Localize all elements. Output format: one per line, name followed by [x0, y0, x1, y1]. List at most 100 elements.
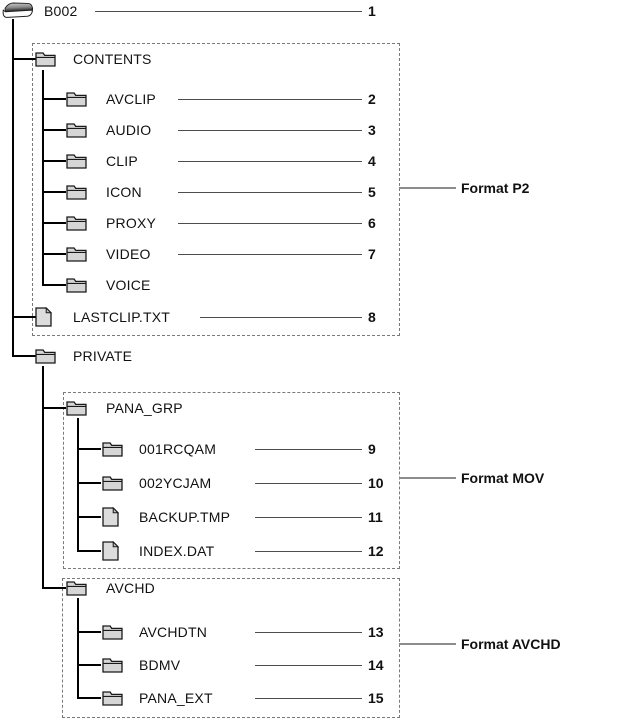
- tree-line-tick: [12, 316, 36, 318]
- callout-number: 13: [368, 624, 384, 640]
- callout-leader-line: [255, 449, 362, 450]
- callout-number: 11: [368, 509, 383, 525]
- format-p2-group-box: [32, 43, 400, 336]
- callout-leader-line: [95, 11, 362, 12]
- format-mov-leader-line: [399, 477, 456, 479]
- tree-line-tick: [42, 587, 66, 589]
- folder-icon: [35, 51, 56, 72]
- callout-number: 1: [368, 3, 376, 19]
- callout-leader-line: [255, 698, 362, 699]
- callout-leader-line: [178, 99, 362, 100]
- folder-icon: [66, 153, 87, 174]
- tree-line-tick: [42, 222, 66, 224]
- tree-line-tick: [42, 407, 66, 409]
- folder-icon: [66, 400, 87, 421]
- callout-number: 2: [368, 91, 376, 107]
- format-avchd-label: Format AVCHD: [461, 636, 561, 652]
- file-icon: [102, 506, 120, 532]
- callout-leader-line: [178, 254, 362, 255]
- callout-number: 3: [368, 122, 376, 138]
- memory-card-icon: [1, 2, 34, 24]
- node-label-contents: CONTENTS: [73, 51, 152, 67]
- tree-line-tick: [77, 664, 101, 666]
- node-label-audio: AUDIO: [106, 122, 152, 138]
- tree-line-tick: [77, 550, 101, 552]
- callout-leader-line: [255, 551, 362, 552]
- tree-line-tick: [42, 284, 66, 286]
- node-label-icon: ICON: [106, 184, 142, 200]
- callout-leader-line: [178, 130, 362, 131]
- tree-line-tick: [77, 697, 101, 699]
- callout-number: 9: [368, 441, 376, 457]
- node-label-avchdtn: AVCHDTN: [139, 624, 208, 640]
- format-avchd-leader-line: [399, 643, 456, 645]
- tree-line-tick: [42, 191, 66, 193]
- folder-icon: [35, 348, 56, 369]
- callout-number: 10: [368, 475, 384, 491]
- folder-icon: [66, 91, 87, 112]
- folder-icon: [102, 657, 123, 678]
- folder-icon: [66, 246, 87, 267]
- file-icon: [102, 540, 120, 566]
- tree-line-vertical: [77, 418, 79, 552]
- callout-number: 14: [368, 657, 384, 673]
- node-label-private: PRIVATE: [73, 348, 133, 364]
- node-label-clip: CLIP: [106, 153, 138, 169]
- format-mov-group-box: [63, 392, 400, 569]
- node-label-bdmv: BDMV: [139, 657, 181, 673]
- folder-icon: [66, 215, 87, 236]
- folder-icon: [102, 475, 123, 496]
- file-icon: [35, 306, 53, 332]
- format-mov-label: Format MOV: [461, 470, 545, 486]
- callout-number: 12: [368, 543, 384, 559]
- tree-line-tick: [12, 58, 36, 60]
- callout-number: 7: [368, 246, 376, 262]
- tree-line-vertical: [77, 598, 79, 699]
- folder-icon: [66, 122, 87, 143]
- callout-leader-line: [255, 665, 362, 666]
- tree-line-tick: [12, 355, 36, 357]
- tree-line-tick: [42, 160, 66, 162]
- folder-icon: [102, 690, 123, 711]
- node-label-001rcqam: 001RCQAM: [139, 441, 217, 457]
- tree-line-vertical: [42, 70, 44, 286]
- tree-line-tick: [77, 448, 101, 450]
- format-p2-leader-line: [399, 187, 456, 189]
- callout-leader-line: [255, 517, 362, 518]
- callout-number: 6: [368, 215, 376, 231]
- node-label-pana-grp: PANA_GRP: [106, 400, 183, 416]
- folder-icon: [66, 184, 87, 205]
- node-label-avclip: AVCLIP: [106, 91, 156, 107]
- format-p2-label: Format P2: [461, 180, 530, 196]
- callout-leader-line: [200, 317, 362, 318]
- callout-leader-line: [178, 161, 362, 162]
- callout-leader-line: [255, 632, 362, 633]
- node-label-backup-tmp: BACKUP.TMP: [139, 509, 231, 525]
- callout-number: 4: [368, 153, 376, 169]
- node-label-voice: VOICE: [106, 277, 151, 293]
- callout-leader-line: [178, 192, 362, 193]
- tree-line-tick: [42, 253, 66, 255]
- tree-line-tick: [77, 631, 101, 633]
- tree-line-vertical: [42, 366, 44, 589]
- folder-icon: [102, 624, 123, 645]
- tree-line-tick: [42, 98, 66, 100]
- tree-line-vertical: [12, 19, 14, 357]
- folder-icon: [102, 441, 123, 462]
- node-label-002ycjam: 002YCJAM: [139, 475, 212, 491]
- tree-line-tick: [77, 516, 101, 518]
- node-label-avchd: AVCHD: [106, 580, 155, 596]
- node-label-video: VIDEO: [106, 246, 151, 262]
- folder-icon: [66, 277, 87, 298]
- node-label-index-dat: INDEX.DAT: [139, 543, 215, 559]
- tree-line-tick: [42, 129, 66, 131]
- callout-number: 8: [368, 309, 376, 325]
- node-label-lastclip-txt: LASTCLIP.TXT: [73, 309, 171, 325]
- callout-number: 5: [368, 184, 376, 200]
- node-label-b002: B002: [44, 3, 78, 19]
- folder-icon: [66, 580, 87, 601]
- node-label-proxy: PROXY: [106, 215, 157, 231]
- tree-line-tick: [77, 482, 101, 484]
- callout-number: 15: [368, 690, 384, 706]
